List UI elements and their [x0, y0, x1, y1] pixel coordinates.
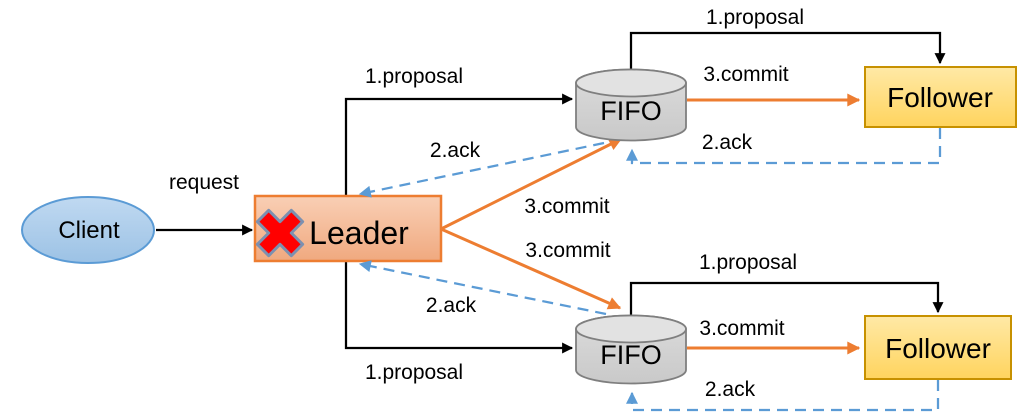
- node-fifo-bottom: FIFO: [575, 314, 687, 385]
- node-client: Client: [21, 196, 155, 264]
- edge-proposal-leader-to-fifo-bottom: [344, 230, 574, 354]
- edge-proposal-fifo-top-to-follower-top: [629, 31, 946, 69]
- edge-proposal-fifo-bottom-to-follower-bottom: [629, 281, 944, 315]
- edge-commit-leader-to-fifo-top: [440, 137, 623, 231]
- edge-label-request: request: [169, 171, 239, 194]
- node-follower-bottom: Follower: [864, 315, 1012, 380]
- follower-bottom-label: Follower: [885, 333, 991, 364]
- fifo-bottom-label: FIFO: [600, 340, 662, 370]
- edge-label-commit-fifo-top: 3.commit: [703, 63, 788, 86]
- edge-ack-fifo-bottom-to-leader: [358, 260, 607, 316]
- node-fifo-top: FIFO: [575, 68, 687, 142]
- edge-label-proposal-leader-bottom: 1.proposal: [365, 361, 463, 384]
- edge-label-commit-leader-bottom: 3.commit: [525, 239, 610, 262]
- edge-ack-fifo-top-to-leader: [358, 141, 605, 198]
- fifo-top-label: FIFO: [600, 96, 662, 126]
- edge-label-ack-fifo-top: 2.ack: [430, 139, 481, 162]
- edge-ack-follower-top-to-fifo-top: [626, 128, 942, 165]
- edge-label-ack-follower-bottom: 2.ack: [705, 378, 756, 401]
- edge-label-proposal-fifo-bottom: 1.proposal: [699, 251, 797, 274]
- edge-ack-follower-bottom-to-fifo-bottom: [626, 380, 940, 412]
- red-x-icon: [255, 208, 305, 258]
- edge-label-ack-follower-top: 2.ack: [702, 131, 753, 154]
- edge-label-proposal-fifo-top: 1.proposal: [706, 6, 804, 29]
- leader-label: Leader: [309, 215, 409, 251]
- node-follower-top: Follower: [864, 66, 1017, 128]
- edge-label-commit-fifo-bottom: 3.commit: [699, 317, 784, 340]
- edge-label-ack-fifo-bottom: 2.ack: [426, 294, 477, 317]
- follower-top-label: Follower: [887, 82, 993, 113]
- client-label: Client: [58, 217, 120, 244]
- edge-commit-leader-to-fifo-bottom: [440, 227, 622, 310]
- edge-label-proposal-leader-top: 1.proposal: [365, 65, 463, 88]
- edge-proposal-leader-to-fifo-top: [344, 93, 574, 230]
- node-leader: Leader: [253, 194, 443, 263]
- edge-label-commit-leader-top: 3.commit: [524, 195, 609, 218]
